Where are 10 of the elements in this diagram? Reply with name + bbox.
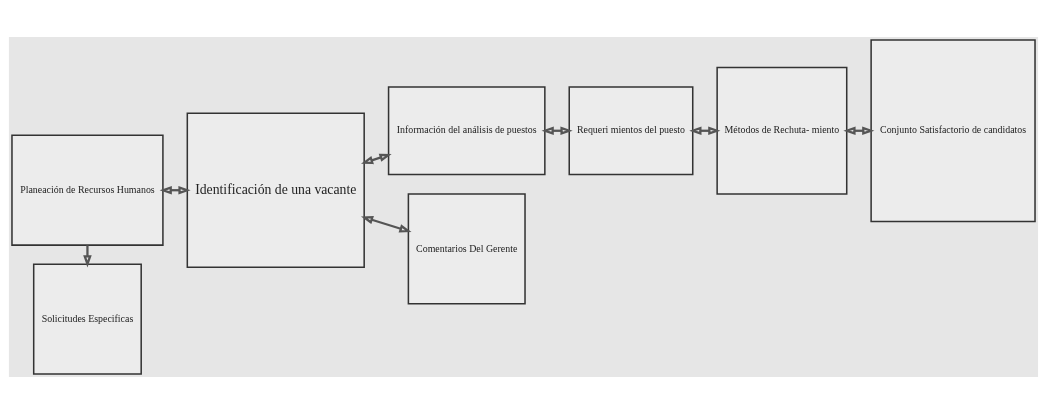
node-box: Solicitudes Especificas (32, 262, 142, 375)
node-box: Conjunto Satisfactorio de candidatos (870, 38, 1036, 222)
node-box: Identificación de una vacante (186, 111, 365, 268)
node-box: Comentarios Del Gerente (407, 192, 526, 305)
node-box: Métodos de Rechuta- miento (716, 66, 848, 195)
node-box: Información del análisis de puestos (387, 85, 546, 175)
node-box: Planeación de Recursos Humanos (11, 134, 164, 246)
arrow (361, 215, 412, 233)
node-box: Requeri mientos del puesto (568, 85, 694, 175)
arrow (83, 244, 92, 267)
